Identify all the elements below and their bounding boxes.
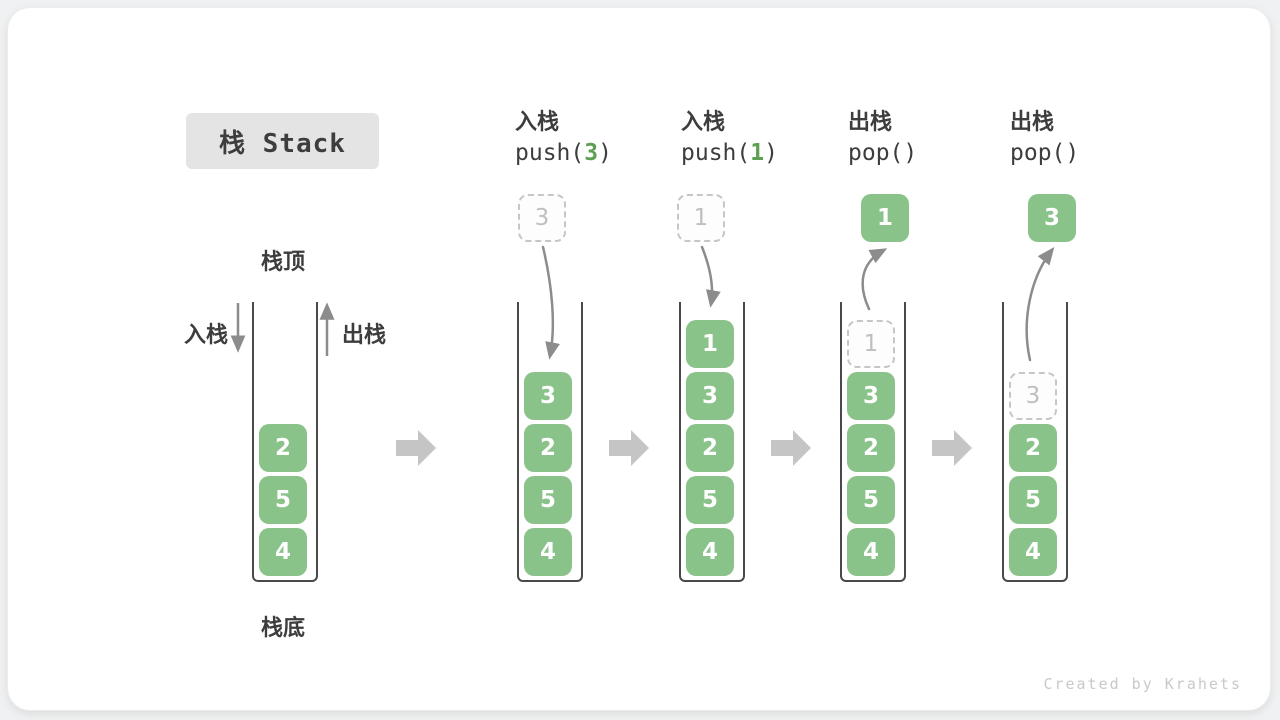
op-label: 出栈 xyxy=(1010,110,1055,135)
stack-cell: 3 xyxy=(524,372,572,420)
stack-cell: 3 xyxy=(1028,194,1076,242)
op-code: pop() xyxy=(848,140,917,166)
op-code-arg: 1 xyxy=(750,140,765,166)
op-code-pre: pop() xyxy=(1010,140,1080,166)
stack-cell: 5 xyxy=(524,476,572,524)
op-code: push(1) xyxy=(681,140,778,166)
op-label: 入栈 xyxy=(681,110,726,135)
op-code-post: ) xyxy=(764,140,778,166)
watermark: Created by Krahets xyxy=(1043,675,1242,693)
stack-cell-ghost: 1 xyxy=(677,194,725,242)
stack-cell: 2 xyxy=(847,424,895,472)
stack-cell: 4 xyxy=(259,528,307,576)
stack-cell: 3 xyxy=(847,372,895,420)
stack-cell: 5 xyxy=(686,476,734,524)
op-label: 出栈 xyxy=(848,110,893,135)
push-side-label: 入栈 xyxy=(183,323,228,348)
stack-cell: 5 xyxy=(1009,476,1057,524)
stack-top-label: 栈顶 xyxy=(260,250,305,275)
pop-side-label: 出栈 xyxy=(342,323,387,348)
stack-cell: 4 xyxy=(524,528,572,576)
stack-cell: 4 xyxy=(847,528,895,576)
stack-cell-ghost: 3 xyxy=(1009,372,1057,420)
op-code-arg: 3 xyxy=(584,140,599,166)
stack-cell-ghost: 3 xyxy=(518,194,566,242)
stack-cell-ghost: 1 xyxy=(847,320,895,368)
stack-cell: 4 xyxy=(1009,528,1057,576)
stack-bottom-label: 栈底 xyxy=(260,616,305,641)
op-label: 入栈 xyxy=(515,110,560,135)
stack-cell: 2 xyxy=(524,424,572,472)
diagram-title: 栈 Stack xyxy=(186,113,379,169)
op-code: pop() xyxy=(1010,140,1079,166)
op-code-post: ) xyxy=(598,140,612,166)
stack-cell: 2 xyxy=(259,424,307,472)
stack-cell: 2 xyxy=(686,424,734,472)
op-code-pre: push( xyxy=(681,140,751,166)
stack-cell: 2 xyxy=(1009,424,1057,472)
stack-cell: 3 xyxy=(686,372,734,420)
stack-cell: 5 xyxy=(259,476,307,524)
op-code: push(3) xyxy=(515,140,612,166)
op-code-pre: push( xyxy=(515,140,585,166)
op-code-pre: pop() xyxy=(848,140,918,166)
stack-cell: 4 xyxy=(686,528,734,576)
stack-cell: 1 xyxy=(686,320,734,368)
stack-cell: 1 xyxy=(861,194,909,242)
stack-cell: 5 xyxy=(847,476,895,524)
